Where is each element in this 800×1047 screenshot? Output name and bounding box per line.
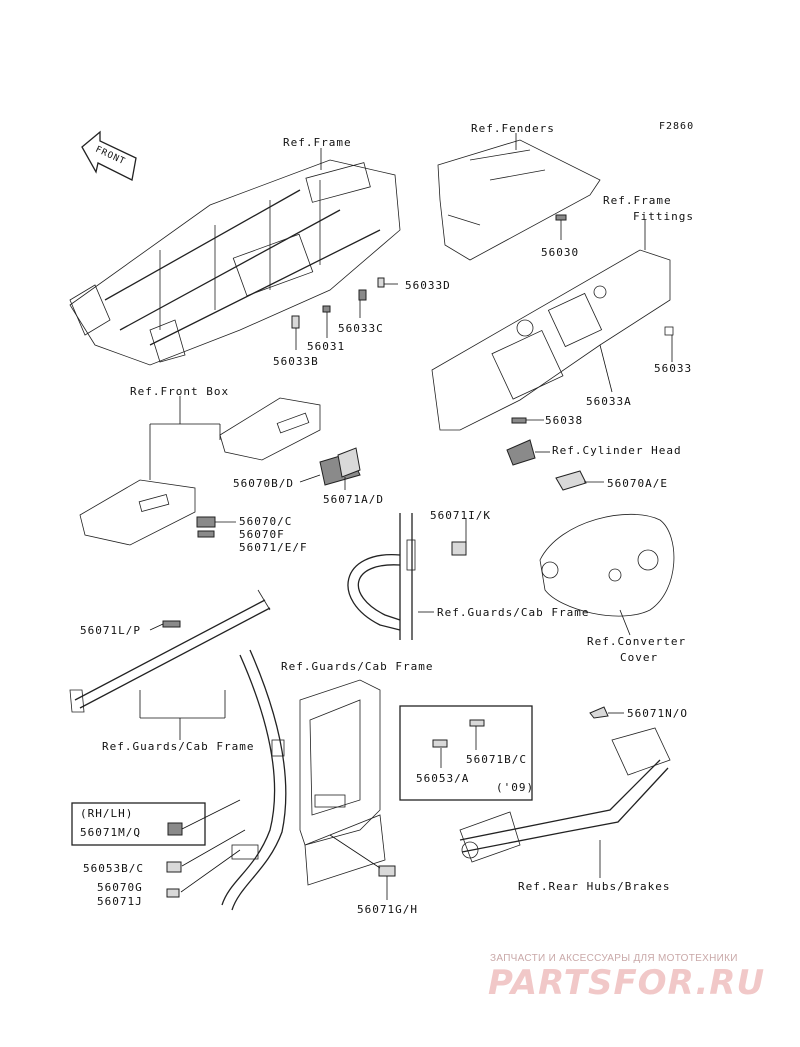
guard-bar-drawing — [69, 589, 271, 713]
part-56033: 56033 — [654, 362, 693, 375]
part-56033a: 56033A — [586, 395, 632, 408]
label-ref-frame-fittings-1: Ref.Frame — [603, 194, 672, 207]
year-09: ('09) — [496, 781, 535, 794]
year-09-box — [399, 705, 533, 801]
label-ref-guards-cab-frame-3: Ref.Guards/Cab Frame — [102, 740, 255, 753]
part-56033b: 56033B — [273, 355, 319, 368]
part-56070c: 56070/C — [239, 515, 293, 528]
cab-pillar-drawing — [166, 649, 287, 911]
label-ref-rear-hubs-brakes: Ref.Rear Hubs/Brakes — [518, 880, 671, 893]
part-56053a: 56053/A — [416, 772, 470, 785]
part-56070ae: 56070A/E — [607, 477, 668, 490]
part-56071ad: 56071A/D — [323, 493, 384, 506]
label-ref-converter-cover-1: Ref.Converter — [587, 635, 687, 648]
part-56070f: 56070F — [239, 528, 285, 541]
part-56071mq: 56071M/Q — [80, 826, 141, 839]
label-ref-converter-cover-2: Cover — [620, 651, 659, 664]
part-56053bc: 56053B/C — [83, 862, 144, 875]
part-56070g: 56070G — [97, 881, 143, 894]
part-56070bd: 56070B/D — [233, 477, 294, 490]
label-ref-cylinder-head: Ref.Cylinder Head — [552, 444, 682, 457]
label-ref-front-box: Ref.Front Box — [130, 385, 230, 398]
watermark-caption: ЗАПЧАСТИ И АКСЕССУАРЫ ДЛЯ МОТОТЕХНИКИ — [490, 953, 738, 964]
part-56030: 56030 — [541, 246, 580, 259]
watermark-logo: PARTSFOR.RU — [488, 963, 766, 1003]
rh-lh-label: (RH/LH) — [80, 807, 134, 820]
part-56071lp: 56071L/P — [80, 624, 141, 637]
cylinder-head-drawing — [506, 417, 587, 491]
label-ref-guards-cab-frame-2: Ref.Guards/Cab Frame — [281, 660, 434, 673]
front-box-drawing — [79, 397, 361, 546]
part-56031: 56031 — [307, 340, 346, 353]
part-56033d: 56033D — [405, 279, 451, 292]
label-ref-fenders: Ref.Fenders — [471, 122, 555, 135]
cab-door-drawing — [299, 679, 396, 886]
part-56038: 56038 — [545, 414, 584, 427]
front-arrow-icon — [81, 130, 137, 181]
part-56071gh: 56071G/H — [357, 903, 418, 916]
leader-lines — [139, 133, 673, 900]
label-ref-guards-cab-frame-1: Ref.Guards/Cab Frame — [437, 606, 590, 619]
part-56071ik: 56071I/K — [430, 509, 491, 522]
figure-code: F2860 — [659, 121, 695, 132]
label-ref-frame-fittings-2: Fittings — [633, 210, 694, 223]
part-56071bc: 56071B/C — [466, 753, 527, 766]
frame-fittings-drawing — [431, 249, 674, 431]
part-56071ef: 56071/E/F — [239, 541, 308, 554]
rh-lh-box — [71, 802, 206, 846]
label-ref-frame: Ref.Frame — [283, 136, 352, 149]
guard-loop-drawing — [347, 513, 467, 640]
fenders-drawing — [437, 139, 601, 261]
part-56071no: 56071N/O — [627, 707, 688, 720]
converter-cover-drawing — [539, 513, 675, 617]
part-56071j: 56071J — [97, 895, 143, 908]
part-56033c: 56033C — [338, 322, 384, 335]
frame-drawing — [69, 159, 401, 366]
rear-hubs-drawing — [459, 706, 671, 863]
